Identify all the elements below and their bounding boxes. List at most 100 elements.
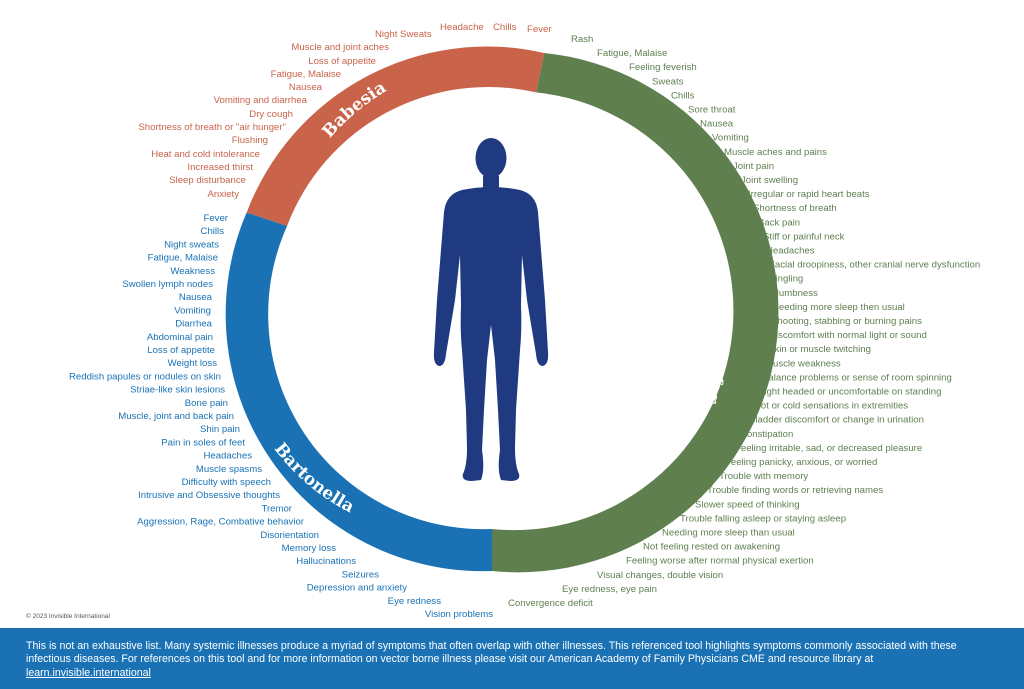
borrelia-symptom: Numbness: [772, 288, 818, 299]
borrelia-symptom: Sweats: [652, 76, 684, 87]
bartonella-symptom: Aggression, Rage, Combative behavior: [137, 517, 305, 528]
bartonella-symptom: Memory loss: [282, 543, 337, 554]
babesia-symptom: Nausea: [289, 82, 323, 93]
babesia-symptom: Anxiety: [208, 189, 240, 200]
symptom-wheel-diagram: Babesia Borrelia burgdorferi Bartonella …: [68, 22, 981, 620]
borrelia-symptom: Trouble with memory: [719, 471, 808, 482]
borrelia-symptom: Joint pain: [733, 161, 774, 172]
borrelia-symptom: Fatigue, Malaise: [597, 48, 667, 59]
borrelia-symptom: Shooting, stabbing or burning pains: [771, 316, 922, 327]
bartonella-symptom: Nausea: [179, 292, 213, 303]
bartonella-symptom: Striae-like skin lesions: [130, 385, 225, 396]
borrelia-symptom: Constipation: [740, 429, 793, 440]
borrelia-symptom: Needing more sleep then usual: [772, 302, 905, 313]
babesia-symptom: Flushing: [232, 135, 268, 146]
bartonella-symptom: Fever: [203, 213, 228, 224]
babesia-segment: [246, 46, 545, 226]
bartonella-symptom: Vomiting: [174, 305, 211, 316]
borrelia-symptom: Feeling panicky, anxious, or worried: [725, 457, 877, 468]
borrelia-symptom: Feeling feverish: [629, 62, 697, 73]
babesia-symptom: Dry cough: [249, 109, 293, 120]
borrelia-symptom: Needing more sleep than usual: [662, 528, 795, 539]
bartonella-symptom: Muscle spasms: [196, 464, 262, 475]
borrelia-symptom: Convergence deficit: [508, 598, 593, 609]
borrelia-symptom: Irregular or rapid heart beats: [748, 189, 870, 200]
babesia-symptom: Muscle and joint aches: [291, 42, 389, 53]
borrelia-symptom: Hot or cold sensations in extremities: [754, 401, 908, 412]
bartonella-symptom: Pain in soles of feet: [161, 437, 245, 448]
footer-resource-link[interactable]: learn.invisible.international: [26, 666, 151, 679]
borrelia-symptom: Trouble falling asleep or staying asleep: [680, 513, 846, 524]
bartonella-segment: [225, 212, 493, 572]
babesia-symptom: Fever: [527, 24, 552, 35]
bartonella-symptom: Bone pain: [185, 398, 228, 409]
bartonella-symptom: Hallucinations: [296, 556, 356, 567]
borrelia-symptom: Rash: [571, 34, 593, 45]
babesia-symptom: Chills: [493, 22, 517, 33]
bartonella-symptom: Fatigue, Malaise: [148, 253, 218, 264]
babesia-symptom: Headache: [440, 22, 484, 33]
human-figure-icon: [433, 138, 549, 481]
bartonella-symptom: Swollen lymph nodes: [122, 279, 213, 290]
borrelia-symptom: Facial droopiness, other cranial nerve d…: [769, 260, 980, 271]
borrelia-symptom: Shortness of breath: [753, 203, 837, 214]
babesia-symptom: Heat and cold intolerance: [151, 149, 260, 160]
borrelia-symptom: Skin or muscle twitching: [768, 344, 871, 355]
bartonella-symptom: Depression and anxiety: [307, 583, 407, 594]
borrelia-symptom: Feeling worse after normal physical exer…: [626, 556, 814, 567]
bartonella-symptom: Difficulty with speech: [182, 477, 271, 488]
borrelia-symptom: Vomiting: [712, 133, 749, 144]
babesia-symptom: Night Sweats: [375, 29, 432, 40]
bartonella-symptom: Eye redness: [388, 596, 442, 607]
borrelia-symptom: Slower speed of thinking: [695, 499, 800, 510]
borrelia-symptom: Eye redness, eye pain: [562, 584, 657, 595]
borrelia-symptom: Muscle weakness: [765, 358, 841, 369]
borrelia-symptom: Headaches: [766, 246, 815, 257]
borrelia-symptom: Trouble finding words or retrieving name…: [707, 485, 883, 496]
borrelia-symptom: Not feeling rested on awakening: [643, 542, 780, 553]
borrelia-symptom: Feeling irritable, sad, or decreased ple…: [735, 443, 922, 454]
bartonella-symptom: Weight loss: [168, 358, 218, 369]
borrelia-symptom: Balance problems or sense of room spinni…: [762, 372, 952, 383]
babesia-symptom: Fatigue, Malaise: [271, 69, 341, 80]
borrelia-symptom: Tingling: [770, 274, 803, 285]
bartonella-symptom: Vision problems: [425, 609, 493, 620]
bartonella-symptom: Weakness: [170, 266, 215, 277]
borrelia-symptom: Muscle aches and pains: [724, 147, 827, 158]
borrelia-symptom: Bladder discomfort or change in urinatio…: [749, 415, 924, 426]
borrelia-symptom: Joint swelling: [741, 175, 798, 186]
babesia-symptom: Loss of appetite: [308, 56, 376, 67]
borrelia-symptom: Stiff or painful neck: [763, 231, 845, 242]
babesia-symptom: Vomiting and diarrhea: [214, 95, 308, 106]
borrelia-symptom: Chills: [671, 90, 695, 101]
borrelia-symptom: Sore throat: [688, 105, 736, 116]
bartonella-symptom: Tremor: [261, 503, 292, 514]
babesia-symptom: Shortness of breath or "air hunger": [138, 122, 286, 133]
babesia-symptom: Increased thirst: [187, 162, 253, 173]
bartonella-symptom: Night sweats: [164, 239, 219, 250]
bartonella-symptom: Headaches: [203, 451, 252, 462]
bartonella-symptom: Muscle, joint and back pain: [118, 411, 234, 422]
bartonella-symptom: Abdominal pain: [147, 332, 213, 343]
borrelia-symptom: Nausea: [700, 119, 734, 130]
bartonella-symptom: Loss of appetite: [147, 345, 215, 356]
bartonella-symptom: Seizures: [342, 569, 380, 580]
borrelia-symptom: Visual changes, double vision: [597, 570, 723, 581]
footer-disclaimer-text: This is not an exhaustive list. Many sys…: [26, 640, 957, 666]
copyright-notice: © 2023 Invisible International: [26, 613, 110, 620]
bartonella-symptom: Reddish papules or nodules on skin: [69, 371, 221, 382]
bartonella-symptom: Chills: [201, 226, 225, 237]
bartonella-symptom: Shin pain: [200, 424, 240, 435]
borrelia-symptom: Light headed or uncomfortable on standin…: [759, 387, 941, 398]
borrelia-symptom: Discomfort with normal light or sound: [769, 330, 927, 341]
footer-banner: This is not an exhaustive list. Many sys…: [0, 628, 1024, 689]
babesia-symptom: Sleep disturbance: [169, 175, 246, 186]
bartonella-symptom: Diarrhea: [175, 319, 212, 330]
bartonella-symptom: Disorientation: [260, 530, 319, 541]
borrelia-symptom: Back pain: [758, 217, 800, 228]
bartonella-symptom: Intrusive and Obsessive thoughts: [138, 490, 280, 501]
borrelia-segment: [492, 53, 779, 573]
